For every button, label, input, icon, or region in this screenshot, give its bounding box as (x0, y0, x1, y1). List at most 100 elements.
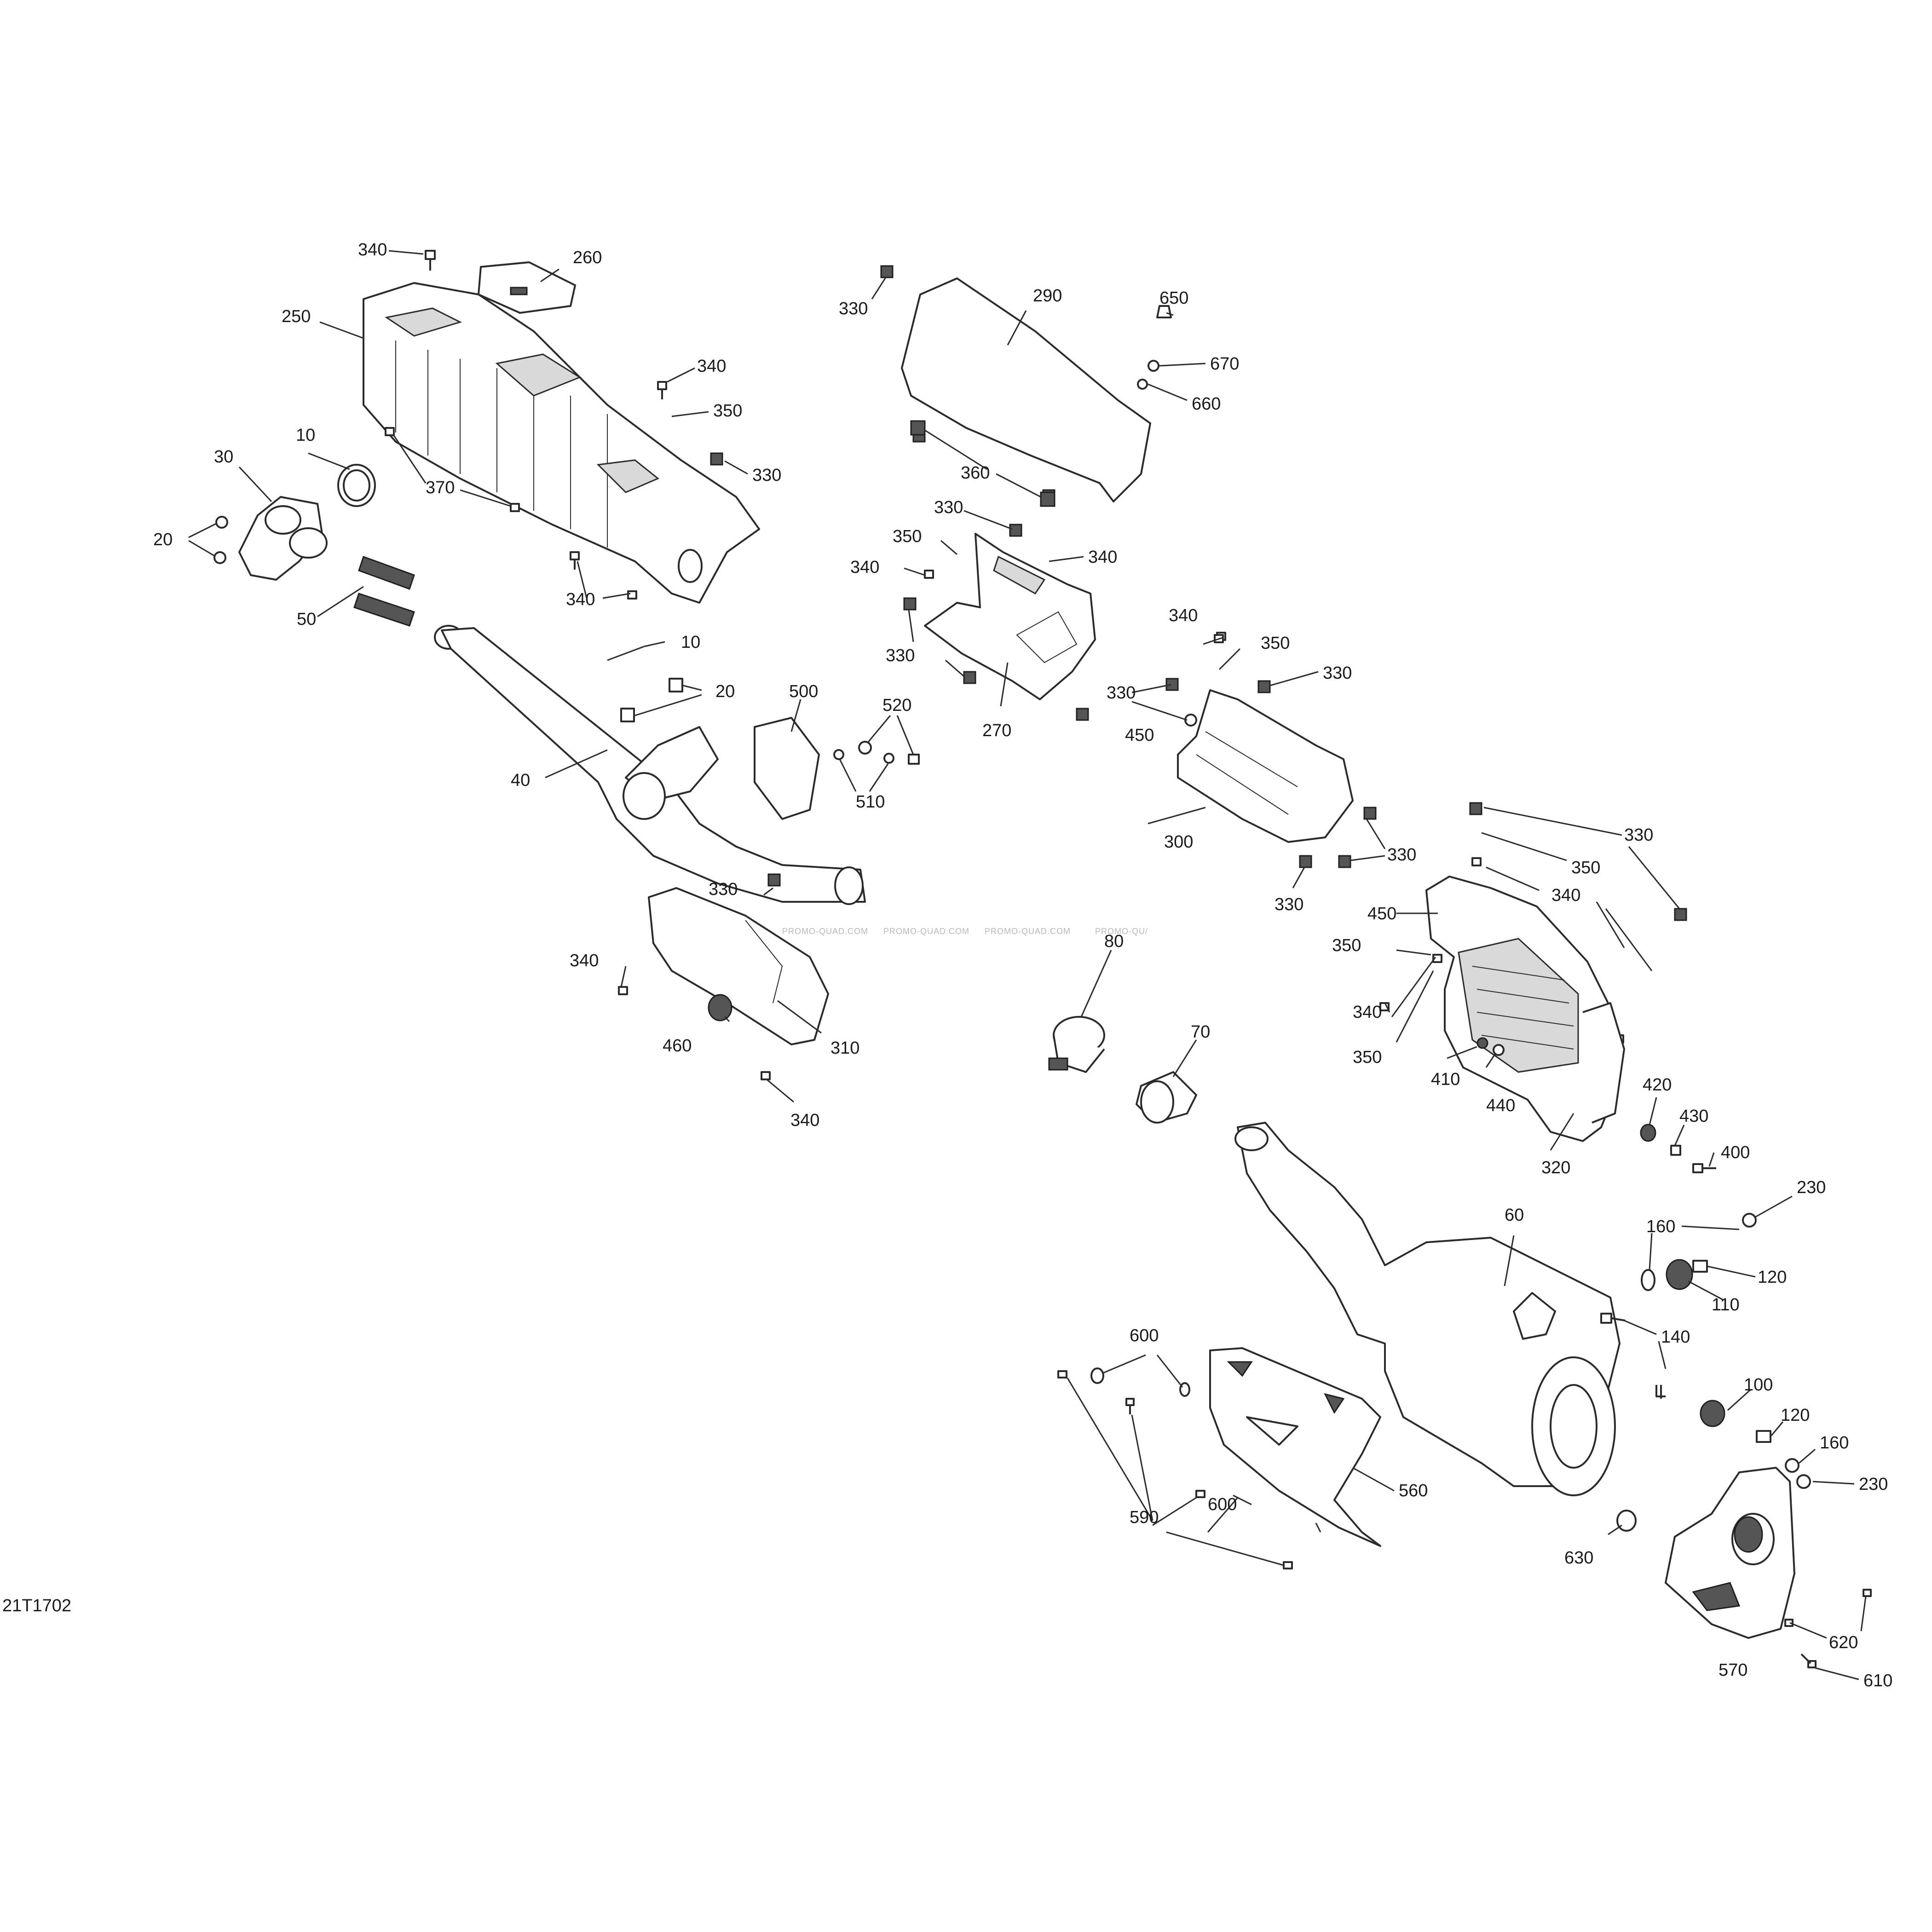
callout-350: 350 (713, 401, 742, 421)
callout-420: 420 (1643, 1075, 1672, 1095)
callout-290: 290 (1033, 286, 1062, 306)
part-230-160-120-110-upper (1641, 1213, 1757, 1291)
callout-50: 50 (297, 610, 316, 629)
callout-270: 270 (982, 721, 1011, 740)
callout-340: 340 (1353, 1003, 1382, 1022)
part-290-heat-shield (901, 277, 1151, 502)
part-60-muffler (1234, 1122, 1621, 1496)
callout-110: 110 (1712, 1295, 1740, 1315)
callout-660: 660 (1192, 394, 1221, 414)
callout-620: 620 (1829, 1633, 1858, 1652)
callout-440: 440 (1486, 1096, 1515, 1115)
part-10-clip-and-20-nuts (607, 646, 683, 722)
callout-330: 330 (934, 498, 963, 517)
watermark-1: PROMO-QUAD.COM (782, 927, 868, 936)
callout-350: 350 (893, 527, 922, 546)
part-320-heat-shield (1425, 876, 1625, 1142)
callout-40: 40 (511, 771, 530, 790)
callout-70: 70 (1191, 1022, 1210, 1042)
callout-350: 350 (1353, 1048, 1382, 1067)
callout-350: 350 (1261, 634, 1290, 653)
callout-600: 600 (1208, 1495, 1237, 1514)
callout-570: 570 (1719, 1661, 1747, 1680)
callout-250: 250 (282, 307, 311, 326)
part-30-exhaust-elbow (238, 496, 328, 581)
callout-330: 330 (886, 646, 915, 665)
callout-340: 340 (1551, 886, 1580, 905)
callout-120: 120 (1781, 1406, 1810, 1425)
callout-520: 520 (882, 696, 911, 715)
part-70-sleeve (1136, 1071, 1197, 1124)
callout-340: 340 (790, 1111, 819, 1130)
part-300-heat-shield (1177, 689, 1354, 843)
callout-100: 100 (1744, 1375, 1773, 1395)
clips-360 (910, 420, 1055, 507)
part-560-guard (1209, 1347, 1381, 1547)
callout-510: 510 (856, 792, 885, 812)
part-420-430-400-hardware (1640, 1124, 1716, 1173)
callout-450: 450 (1125, 726, 1154, 745)
callout-600: 600 (1130, 1326, 1159, 1345)
part-500-bracket (754, 717, 820, 820)
callout-160: 160 (1820, 1433, 1849, 1453)
callout-670: 670 (1210, 354, 1239, 374)
part-410-440-hardware (1476, 1037, 1505, 1056)
callout-330: 330 (1107, 683, 1136, 703)
callout-370: 370 (426, 478, 455, 497)
callout-140: 140 (1661, 1327, 1690, 1347)
part-100-120-160-230-lower (1700, 1400, 1811, 1489)
part-40-head-pipe (434, 625, 866, 905)
callout-650: 650 (1159, 288, 1188, 308)
bolts-370 (385, 427, 520, 512)
callout-330: 330 (1387, 845, 1416, 865)
part-250-heat-shield (363, 282, 760, 604)
leader-lines (188, 250, 1867, 1680)
callout-400: 400 (1721, 1143, 1750, 1162)
callout-20: 20 (153, 530, 173, 549)
part-20-nuts (213, 516, 228, 564)
callout-330: 330 (709, 880, 738, 899)
watermark-strip: PROMO-QUAD.COM PROMO-QUAD.COM PROMO-QUAD… (782, 927, 1148, 936)
part-270-heat-shield (924, 533, 1096, 700)
callout-450: 450 (1367, 904, 1396, 923)
callout-310: 310 (830, 1038, 859, 1058)
part-650-670-660-hardware (1137, 305, 1172, 390)
callout-360: 360 (961, 463, 990, 483)
watermark-3: PROMO-QUAD.COM (985, 927, 1071, 936)
callout-330: 330 (1624, 825, 1653, 845)
callout-340: 340 (566, 590, 595, 609)
callout-230: 230 (1859, 1475, 1888, 1494)
callout-340: 340 (697, 357, 726, 376)
callout-340: 340 (850, 558, 879, 577)
callout-330: 330 (752, 466, 781, 485)
callout-labels: 340 260 250 340 350 330 10 30 370 20 340… (153, 240, 1892, 1690)
callout-610: 610 (1863, 1671, 1892, 1690)
part-80-clamp (1048, 1016, 1105, 1073)
callout-20: 20 (715, 682, 735, 701)
callout-350: 350 (1332, 936, 1361, 955)
callout-10: 10 (681, 633, 700, 652)
callout-300: 300 (1164, 832, 1193, 852)
callout-460: 460 (663, 1036, 692, 1055)
callout-340: 340 (1169, 606, 1198, 625)
callout-330: 330 (1275, 895, 1303, 914)
part-50-springs (353, 556, 415, 627)
callout-630: 630 (1564, 1548, 1593, 1568)
callout-330: 330 (839, 299, 868, 318)
part-570-end-cap (1665, 1467, 1795, 1639)
part-630-spacer (1616, 1510, 1637, 1532)
callout-340: 340 (1088, 548, 1117, 567)
callout-340: 340 (358, 240, 387, 260)
part-140-bolts (1600, 1313, 1666, 1399)
part-310-bracket (648, 887, 829, 1045)
part-10-gasket (337, 464, 376, 507)
callout-30: 30 (214, 447, 233, 467)
diagram-reference-code: 21T1702 (2, 1596, 71, 1615)
callout-260: 260 (573, 248, 602, 267)
part-620-610-screws (1784, 1589, 1872, 1668)
callout-350: 350 (1571, 858, 1600, 877)
callout-330: 330 (1323, 663, 1352, 683)
callout-430: 430 (1679, 1107, 1708, 1126)
callout-160: 160 (1646, 1217, 1675, 1236)
callout-500: 500 (789, 682, 818, 701)
